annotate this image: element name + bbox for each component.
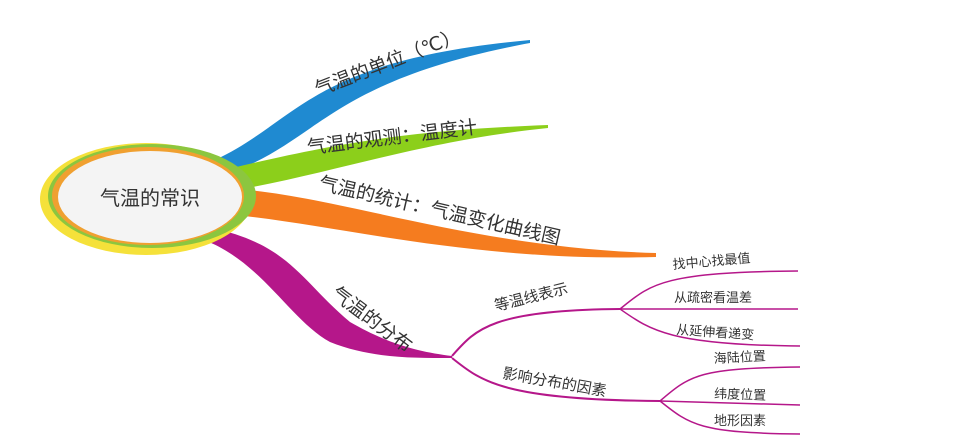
leaf-isotherm-1-label[interactable]: 从疏密看温差: [674, 290, 752, 306]
leaf-isotherm-0-label[interactable]: 找中心找最值: [672, 250, 751, 273]
branch-unit-ribbon: [215, 40, 530, 172]
sub-isotherm-label[interactable]: 等温线表示: [493, 279, 570, 315]
leaf-isotherm-0-line: [619, 270, 799, 310]
leaf-factors-0-line: [659, 366, 801, 402]
leaf-factors-1-line: [659, 400, 801, 406]
sub-factors-label[interactable]: 影响分布的因素: [501, 364, 608, 400]
leaf-isotherm-2-label[interactable]: 从延伸看递变: [676, 322, 755, 343]
branch-observe-ribbon: [232, 125, 548, 188]
leaf-factors-1-label[interactable]: 纬度位置: [714, 386, 767, 404]
leaf-isotherm-2-line: [619, 308, 801, 347]
leaf-factors-2-label[interactable]: 地形因素: [714, 414, 766, 429]
branch-stats-ribbon: [244, 190, 656, 258]
sub-isotherm-curve: [451, 308, 621, 357]
branch-distribution-ribbon: [204, 228, 452, 358]
sub-factors-curve: [451, 357, 661, 402]
center-node: 气温的常识: [40, 143, 256, 255]
center-node-body: [58, 151, 242, 243]
leaf-factors-0-label[interactable]: 海陆位置: [713, 348, 766, 367]
leaf-factors-2-line: [659, 400, 801, 435]
center-node-label[interactable]: 气温的常识: [100, 186, 200, 210]
